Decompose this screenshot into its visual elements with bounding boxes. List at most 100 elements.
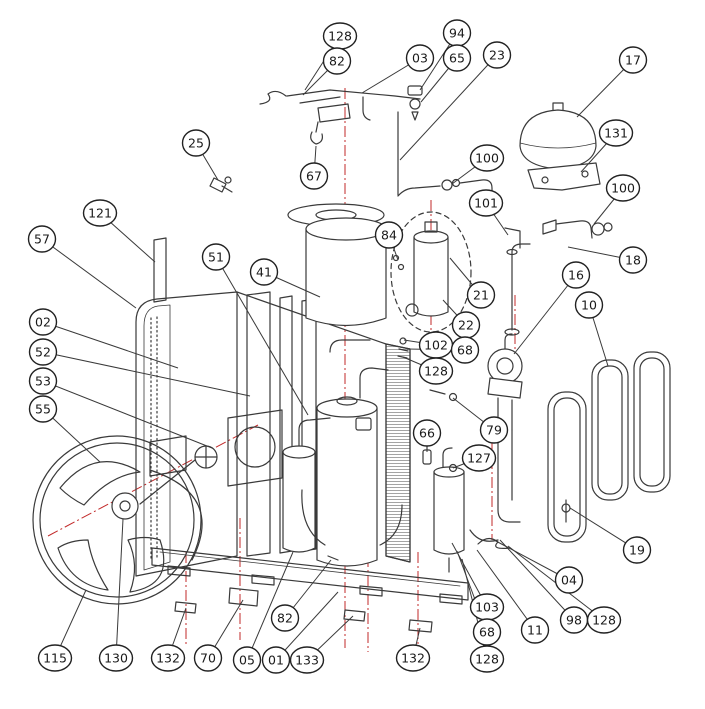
balloon-circle <box>193 644 223 672</box>
balloon-label: 70 <box>200 651 216 666</box>
balloon-label: 128 <box>592 613 616 628</box>
fan-shroud-curve <box>149 469 203 561</box>
balloon-label: 04 <box>561 573 577 588</box>
balloon-circle <box>395 644 431 672</box>
internal-pipes <box>298 339 403 546</box>
balloon-label: 100 <box>611 181 635 196</box>
upper-pipe-assembly <box>397 178 521 249</box>
balloon-label: 03 <box>412 51 428 66</box>
balloon-circle <box>618 246 648 274</box>
balloon-circle <box>418 357 454 385</box>
balloon-circle <box>461 444 497 472</box>
callout-balloon-67: 67 <box>299 162 329 190</box>
leader-line <box>499 539 575 621</box>
balloon-label: 55 <box>35 402 51 417</box>
balloon-circle <box>586 606 622 634</box>
balloon-label: 01 <box>268 653 284 668</box>
leader-line <box>42 321 179 369</box>
balloon-circle <box>605 174 641 202</box>
callout-balloon-16: 16 <box>561 261 591 289</box>
expansion-tank <box>519 102 597 170</box>
callout-balloon-68: 68 <box>450 336 480 364</box>
callout-balloon-133: 133 <box>289 646 325 674</box>
callout-balloon-128: 128 <box>469 645 505 673</box>
callout-balloon-05: 05 <box>232 646 262 674</box>
balloon-circle <box>450 336 480 364</box>
balloon-label: 128 <box>328 29 352 44</box>
small-parts <box>153 176 458 633</box>
callout-balloon-52: 52 <box>28 338 58 366</box>
balloon-label: 128 <box>424 364 448 379</box>
balloon-circle <box>270 604 300 632</box>
callout-balloon-84: 84 <box>374 221 404 249</box>
callout-balloon-94: 94 <box>442 19 472 47</box>
balloon-label: 68 <box>457 343 473 358</box>
balloon-circle <box>82 199 118 227</box>
leader-line <box>476 549 536 631</box>
balloon-circle <box>261 646 291 674</box>
balloon-circle <box>466 281 496 309</box>
balloon-label: 11 <box>527 623 543 638</box>
callout-balloon-131: 131 <box>598 119 634 147</box>
callout-balloon-41: 41 <box>249 258 279 286</box>
callout-balloon-100: 100 <box>469 144 505 172</box>
callout-balloon-68: 68 <box>472 618 502 646</box>
balloon-label: 18 <box>625 253 641 268</box>
callout-balloon-70: 70 <box>193 644 223 672</box>
callout-balloon-115: 115 <box>37 644 73 672</box>
balloon-label: 19 <box>629 543 645 558</box>
callout-balloon-03: 03 <box>405 44 435 72</box>
compressor <box>316 396 378 567</box>
leader-line <box>42 351 251 397</box>
callout-balloon-98: 98 <box>559 606 589 634</box>
callout-balloon-132: 132 <box>150 644 186 672</box>
balloon-label: 127 <box>467 451 491 466</box>
balloon-label: 53 <box>35 374 51 389</box>
callout-balloon-11: 11 <box>520 616 550 644</box>
callout-balloon-01: 01 <box>261 646 291 674</box>
callout-balloon-130: 130 <box>98 644 134 672</box>
balloon-label: 51 <box>208 250 224 265</box>
balloon-label: 101 <box>474 196 498 211</box>
balloon-circle <box>561 261 591 289</box>
balloon-circle <box>28 338 58 366</box>
balloon-circle <box>622 536 652 564</box>
leader-line <box>275 591 339 661</box>
balloon-circle <box>150 644 186 672</box>
callout-balloon-121: 121 <box>82 199 118 227</box>
balloon-label: 115 <box>43 651 67 666</box>
leader-line <box>246 551 294 661</box>
small-tank <box>433 447 465 573</box>
callout-balloon-22: 22 <box>451 311 481 339</box>
balloon-circle <box>520 616 550 644</box>
callout-balloon-103: 103 <box>469 593 505 621</box>
balloon-label: 94 <box>449 26 465 41</box>
balloon-label: 84 <box>381 228 397 243</box>
balloon-label: 100 <box>475 151 499 166</box>
callout-balloon-21: 21 <box>466 281 496 309</box>
leader-line <box>215 256 309 416</box>
callout-balloon-82: 82 <box>322 47 352 75</box>
balloon-label: 22 <box>458 318 474 333</box>
accumulator-group <box>390 211 472 333</box>
balloon-label: 17 <box>625 53 641 68</box>
balloon-label: 121 <box>88 206 112 221</box>
balloon-circle <box>28 367 58 395</box>
balloon-circle <box>554 566 584 594</box>
balloon-circle <box>442 44 472 72</box>
callout-balloon-127: 127 <box>461 444 497 472</box>
balloon-label: 67 <box>306 169 322 184</box>
balloon-label: 25 <box>188 136 204 151</box>
balloon-circle <box>469 144 505 172</box>
callout-balloon-102: 102 <box>418 331 454 359</box>
balloon-label: 102 <box>424 338 448 353</box>
callout-balloon-65: 65 <box>442 44 472 72</box>
drawing <box>32 85 671 633</box>
balloon-circle <box>28 308 58 336</box>
balloon-label: 133 <box>295 653 319 668</box>
callout-balloon-101: 101 <box>468 189 504 217</box>
balloon-circle <box>469 645 505 673</box>
balloon-circle <box>468 189 504 217</box>
balloon-circle <box>289 646 325 674</box>
